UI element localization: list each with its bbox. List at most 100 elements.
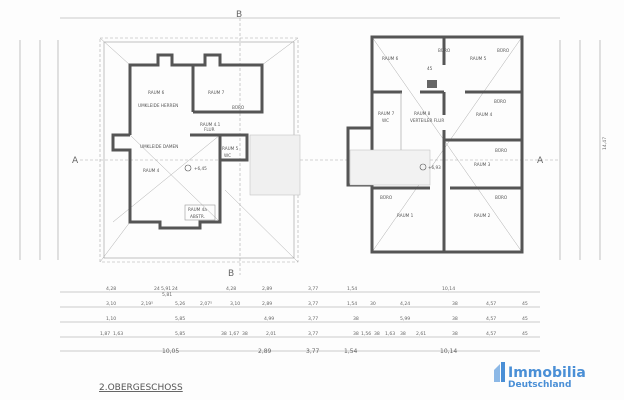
dim: 5,99	[400, 316, 410, 322]
room-label: RAUM 4.1	[200, 122, 221, 127]
dim: 2,61	[416, 331, 426, 337]
dim: 38	[221, 331, 227, 337]
dim: 3,77	[308, 331, 318, 337]
dim: 3,77	[308, 286, 318, 292]
dim: 38	[353, 316, 359, 322]
dim: 30	[370, 301, 376, 307]
dim: 3,77	[308, 301, 318, 307]
immobilia-logo: Immobilia Deutschland	[494, 362, 586, 390]
left-plan-attic: RAUM 6 UMKLEIDE HERREN RAUM 7 BÜRO RAUM …	[99, 37, 301, 263]
dim: 4,24	[400, 301, 410, 307]
dim: 2,89	[258, 348, 272, 355]
dim: 45	[522, 331, 528, 337]
room-use: BÜRO	[495, 195, 508, 200]
dim: 38	[452, 331, 458, 337]
room-label: RAUM 5	[470, 56, 487, 61]
dim: 5,91	[161, 286, 171, 292]
room-use: BÜRO	[494, 99, 507, 104]
room-label: RAUM 2	[474, 213, 491, 218]
section-marker: B	[236, 10, 242, 20]
dim: 3,77	[306, 348, 320, 355]
dim: 3,10	[106, 301, 116, 307]
dimension-row: 10,05 2,89 3,77 1,54 10,14	[162, 348, 457, 355]
room-use: FLUR	[204, 127, 215, 132]
dim: 4,28	[106, 286, 116, 292]
dim: 24	[172, 286, 178, 292]
dim: 38	[452, 316, 458, 322]
room-label: RAUM 4	[476, 112, 493, 117]
dim: 1,56	[361, 331, 371, 337]
room-use: WC	[382, 118, 389, 123]
dim: 4,57	[486, 331, 496, 337]
room-use: BÜRO	[380, 195, 393, 200]
room-use: BÜRO	[497, 48, 510, 53]
dim: 45	[522, 301, 528, 307]
dimension-row: 3,10 2,19⁵ 5,26 2,07⁵ 3,10 2,89 3,77 1,5…	[106, 301, 528, 307]
extension-lines	[19, 17, 601, 352]
room-use: VERTEILER FLUR	[410, 118, 444, 123]
room-label: RAUM 6	[148, 90, 165, 95]
level-marker-icon	[419, 163, 427, 171]
dim: 2,19⁵	[141, 301, 153, 307]
room-label: RAUM 7	[208, 90, 225, 95]
dim: 10,14	[442, 286, 455, 292]
room-label: RAUM 3	[474, 162, 491, 167]
dimension-row: 1,87 1,63 5,85 38 1,67 38 2,01 3,77 38 1…	[100, 331, 528, 337]
logo-text: Deutschland	[508, 380, 571, 390]
logo-text: Immobilia	[508, 365, 586, 381]
dim: 1,10	[106, 316, 116, 322]
room-use: UMKLEIDE HERREN	[138, 103, 178, 108]
room-label: RAUM 5	[222, 146, 239, 151]
dim: 1,63	[113, 331, 123, 337]
dim: 38	[242, 331, 248, 337]
dim: 4,99	[264, 316, 274, 322]
room-use: ABSTR.	[190, 214, 205, 219]
dim: 1,67	[229, 331, 239, 337]
dim: 1,63	[385, 331, 395, 337]
room-label: RAUM 1	[397, 213, 414, 218]
section-marker: A	[72, 156, 79, 166]
chimney	[427, 80, 437, 88]
level: +6,45	[194, 166, 207, 171]
dim: 38	[400, 331, 406, 337]
dim: 4,57	[486, 316, 496, 322]
room-use: WC	[224, 153, 231, 158]
section-marker: A	[537, 156, 544, 166]
dim: 5,85	[175, 331, 185, 337]
dim: 2,07⁵	[200, 301, 212, 307]
dim: 45	[522, 316, 528, 322]
dim: 2,89	[262, 286, 272, 292]
room-label: RAUM 4	[143, 168, 160, 173]
level-marker-icon	[184, 164, 192, 172]
section-marker: B	[228, 269, 234, 279]
dim: 4,28	[226, 286, 236, 292]
dim: 3,77	[308, 316, 318, 322]
dim: 1,87	[100, 331, 110, 337]
plan-title: 2.OBERGESCHOSS	[99, 383, 183, 393]
room-label: RAUM 8	[414, 111, 431, 116]
dim: 2,01	[266, 331, 276, 337]
dim: 5,26	[175, 301, 185, 307]
room-use: BÜRO	[495, 148, 508, 153]
dim: 5,85	[175, 316, 185, 322]
dim: 10,14	[440, 348, 457, 355]
dim: 2,89	[262, 301, 272, 307]
chimney-dim: 45	[427, 66, 433, 71]
dim: 1,54	[347, 301, 357, 307]
room-use: BÜRO	[232, 105, 245, 110]
dim: 10,05	[162, 348, 179, 355]
dim: 24	[154, 286, 160, 292]
room-label: RAUM 7	[378, 111, 395, 116]
level: +6,93	[428, 165, 441, 170]
dimension-row: 1,10 5,85 4,99 3,77 38 5,99 38 4,57 45	[106, 316, 528, 322]
right-plan: 45 RAUM 6 BÜRO RAUM 5 BÜRO RAUM 7 WC RAU…	[346, 35, 524, 254]
room-label: RAUM 4a	[188, 207, 207, 212]
dim: 3,10	[230, 301, 240, 307]
room-label: RAUM 6	[382, 56, 399, 61]
total-dimension: 14,47	[602, 137, 608, 150]
dim: 4,57	[486, 301, 496, 307]
dim: 5,81	[162, 292, 172, 298]
dim: 38	[452, 301, 458, 307]
room-use: BÜRO	[438, 48, 451, 53]
